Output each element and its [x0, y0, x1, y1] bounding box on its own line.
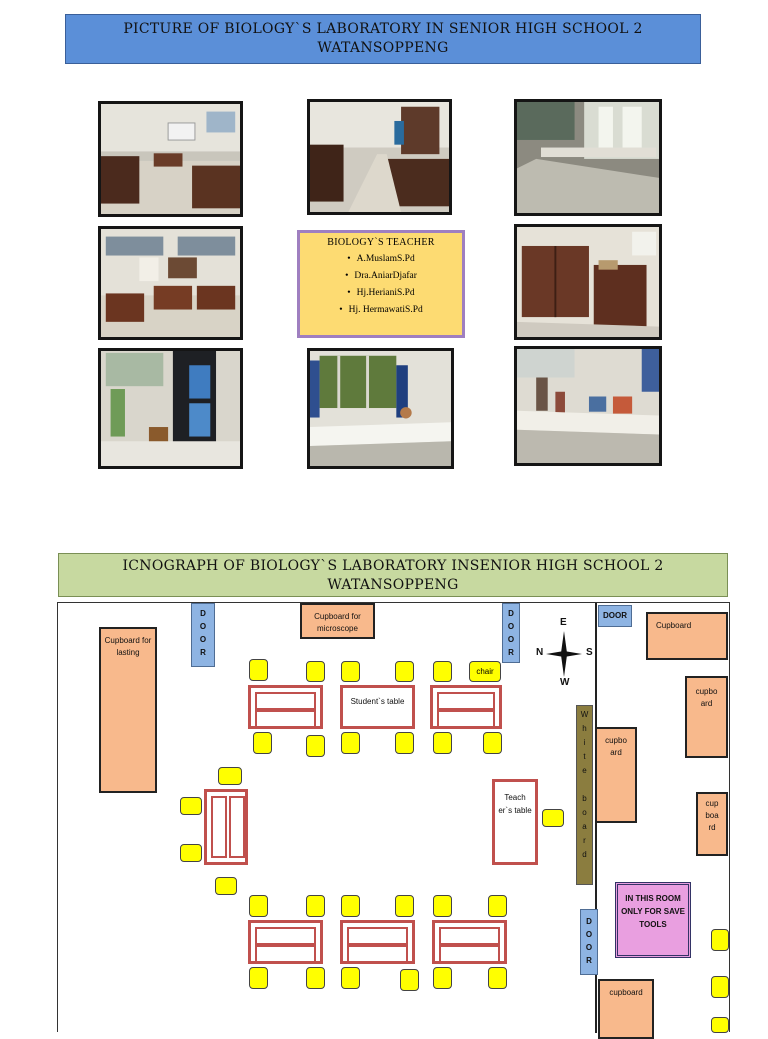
- stool: [249, 659, 268, 681]
- student-table: [340, 920, 415, 964]
- cupboard-for-microscope: Cupboard for microscope: [300, 603, 375, 639]
- stool: [711, 929, 729, 951]
- cupboard-middle: cupbo ard: [595, 727, 637, 823]
- stool: [483, 732, 502, 754]
- teachers-heading: BIOLOGY`S TEACHER: [327, 237, 435, 248]
- compass-west: W: [560, 677, 570, 688]
- teacher-name: A.MuslamS.Pd: [300, 254, 462, 264]
- teachers-table: Teach er`s table: [492, 779, 538, 865]
- compass-rose-icon: [546, 631, 582, 677]
- stool: [341, 661, 360, 682]
- stool: [542, 809, 564, 827]
- stool: [433, 967, 452, 989]
- stool: [306, 967, 325, 989]
- stool: [433, 661, 452, 682]
- chair: chair: [469, 661, 501, 682]
- stool: [711, 976, 729, 998]
- student-table: [248, 920, 323, 964]
- lab-photo-8: [514, 346, 662, 466]
- stool: [341, 895, 360, 917]
- door-middle: D O O R: [502, 603, 520, 663]
- student-table: [204, 789, 248, 865]
- plan-title: ICNOGRAPH OF BIOLOGY`S LABORATORY INSENI…: [58, 553, 728, 597]
- stool: [215, 877, 237, 895]
- student-table: [430, 685, 502, 729]
- stool: [341, 967, 360, 989]
- stool: [218, 767, 242, 785]
- stool: [306, 895, 325, 917]
- lab-photo-5: [514, 224, 662, 340]
- cupboard-right-3: cup boa rd: [696, 792, 728, 856]
- lab-photo-2: [307, 99, 452, 215]
- whiteboard: W h i t e b o a r d: [576, 705, 593, 885]
- teacher-name: Dra.AniarDjafar: [300, 271, 462, 281]
- compass: E N S W: [536, 617, 598, 689]
- lab-photo-7: [307, 348, 454, 469]
- stool: [180, 797, 202, 815]
- student-table: [432, 920, 507, 964]
- stool: [249, 895, 268, 917]
- lab-photo-1: [98, 101, 243, 217]
- stool: [433, 732, 452, 754]
- teacher-name: Hj. HermawatiS.Pd: [300, 305, 462, 315]
- stool: [711, 1017, 729, 1033]
- stool: [395, 661, 414, 682]
- cupboard-right-top: Cupboard: [646, 612, 728, 660]
- teachers-card: BIOLOGY`S TEACHER A.MuslamS.Pd Dra.Aniar…: [297, 230, 465, 338]
- stool: [433, 895, 452, 917]
- lab-photo-3: [514, 99, 662, 216]
- student-table: [248, 685, 323, 729]
- stool: [488, 967, 507, 989]
- floor-plan: Cupboard for lasting D O O R Cupboard fo…: [57, 602, 730, 1039]
- door-bottom: D O O R: [580, 909, 598, 975]
- page-title: PICTURE OF BIOLOGY`S LABORATORY IN SENIO…: [65, 14, 701, 64]
- door-top-right: DOOR: [598, 605, 632, 627]
- cupboard-bottom: cupboard: [598, 979, 654, 1039]
- cupboard-right-2: cupbo ard: [685, 676, 728, 758]
- stool: [341, 732, 360, 754]
- student-table: Student`s table: [340, 685, 415, 729]
- compass-east: E: [560, 617, 567, 628]
- stool: [488, 895, 507, 917]
- compass-north: N: [536, 647, 544, 658]
- door-left: D O O R: [191, 603, 215, 667]
- compass-south: S: [586, 647, 593, 658]
- stool: [253, 732, 272, 754]
- stool: [400, 969, 419, 991]
- teachers-list: A.MuslamS.Pd Dra.AniarDjafar Hj.HerianiS…: [300, 254, 462, 315]
- lab-photo-4: [98, 226, 243, 340]
- teachers-table-label: Teach er`s table: [498, 785, 532, 859]
- tools-room: IN THIS ROOM ONLY FOR SAVE TOOLS: [615, 882, 691, 958]
- stool: [249, 967, 268, 989]
- stool: [306, 735, 325, 757]
- stool: [395, 732, 414, 754]
- students-table-label: Student`s table: [349, 692, 406, 724]
- stool: [180, 844, 202, 862]
- stool: [395, 895, 414, 917]
- teacher-name: Hj.HerianiS.Pd: [300, 288, 462, 298]
- cupboard-for-lasting: Cupboard for lasting: [99, 627, 157, 793]
- stool: [306, 661, 325, 682]
- lab-photo-6: [98, 348, 243, 469]
